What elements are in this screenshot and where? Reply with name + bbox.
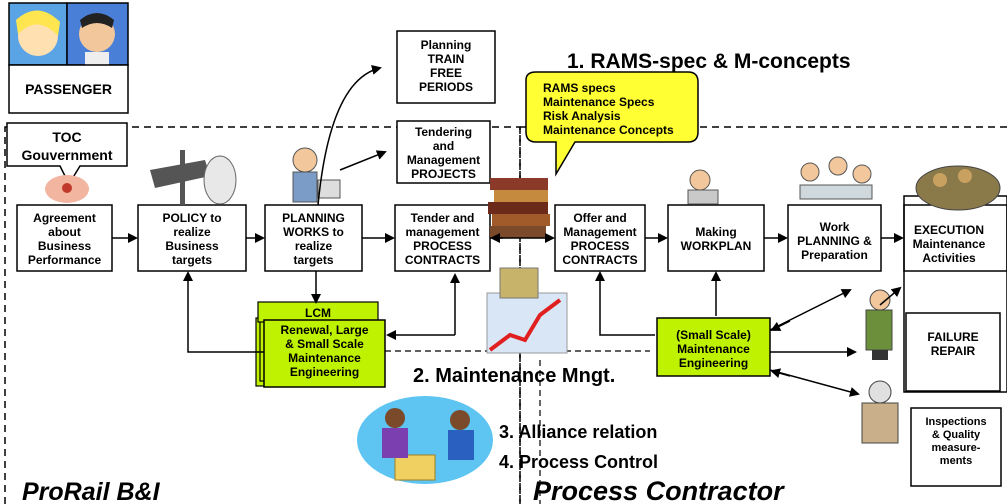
connectors — [112, 65, 904, 397]
workplan-box: Making WORKPLAN — [667, 204, 765, 272]
svg-text:and: and — [433, 139, 454, 153]
callout-line-1: RAMS specs — [543, 81, 616, 95]
svg-text:targets: targets — [293, 253, 333, 267]
region-contractor-label: Process Contractor — [533, 476, 785, 504]
svg-text:about: about — [48, 225, 81, 239]
inspections-box: Inspections & Quality measure- ments — [910, 407, 1002, 487]
offer-management-box: Offer and Management PROCESS CONTRACTS — [554, 204, 646, 272]
planning-team-icon — [799, 156, 873, 200]
svg-text:Engineering: Engineering — [290, 365, 359, 379]
svg-text:realize: realize — [173, 225, 211, 239]
svg-text:FAILURE: FAILURE — [927, 330, 978, 344]
policy-box: POLICY to realize Business targets — [137, 204, 247, 272]
svg-text:Tender and: Tender and — [411, 211, 475, 225]
svg-text:Management: Management — [407, 153, 480, 167]
planning-works-box: PLANNING WORKS to realize targets — [264, 204, 363, 272]
svg-text:WORKS to: WORKS to — [283, 225, 344, 239]
svg-text:TRAIN: TRAIN — [428, 52, 465, 66]
svg-text:PLANNING: PLANNING — [282, 211, 345, 225]
heading-rams: 1. RAMS-spec & M-concepts — [567, 50, 851, 73]
toc-line-1: TOC — [52, 129, 81, 145]
repair-worker-icon — [865, 289, 893, 360]
books-stack-icon — [488, 178, 550, 238]
svg-text:Preparation: Preparation — [801, 248, 868, 262]
passenger-comic-icon — [8, 2, 129, 66]
svg-text:realize: realize — [295, 239, 333, 253]
svg-text:Renewal, Large: Renewal, Large — [280, 323, 368, 337]
svg-text:Maintenance: Maintenance — [288, 351, 361, 365]
svg-text:CONTRACTS: CONTRACTS — [562, 253, 637, 267]
toc-callout: TOC Gouvernment — [6, 122, 128, 186]
svg-text:Business: Business — [38, 239, 92, 253]
handshake-figures-icon — [357, 396, 493, 484]
callout-line-2: Maintenance Specs — [543, 95, 655, 109]
svg-text:Work: Work — [820, 220, 850, 234]
svg-text:REPAIR: REPAIR — [931, 344, 976, 358]
tender-management-box: Tender and management PROCESS CONTRACTS — [394, 204, 491, 272]
tendering-box: Tendering and Management PROJECTS — [396, 120, 491, 184]
svg-text:POLICY to: POLICY to — [162, 211, 221, 225]
svg-text:Planning: Planning — [421, 38, 472, 52]
rams-callout: RAMS specs Maintenance Specs Risk Analys… — [525, 71, 699, 177]
heading-process-control: 4. Process Control — [499, 452, 658, 472]
toc-figure-icon — [45, 175, 89, 203]
svg-text:Maintenance: Maintenance — [913, 237, 986, 251]
meeting-figures-icon — [687, 169, 719, 205]
svg-text:Management: Management — [563, 225, 636, 239]
svg-text:Making: Making — [695, 225, 736, 239]
svg-text:Business: Business — [165, 239, 219, 253]
growth-chart-collage-icon — [486, 267, 568, 354]
svg-text:ments: ments — [940, 455, 972, 467]
svg-text:& Quality: & Quality — [932, 429, 981, 441]
lcm-label: LCM — [305, 306, 331, 320]
passenger-label-box: PASSENGER — [8, 64, 129, 114]
svg-text:CONTRACTS: CONTRACTS — [405, 253, 480, 267]
svg-text:PROJECTS: PROJECTS — [411, 167, 476, 181]
svg-text:management: management — [405, 225, 479, 239]
region-prorail-label: ProRail B&I — [22, 478, 161, 504]
svg-text:(Small Scale): (Small Scale) — [676, 328, 751, 342]
svg-text:Maintenance: Maintenance — [677, 342, 750, 356]
execution-workers-icon — [915, 165, 1001, 211]
execution-box: EXECUTION Maintenance Activities — [903, 204, 1007, 272]
lcm-stack: LCM Renewal, Large & Small Scale Mainten… — [255, 301, 386, 388]
small-scale-engineering-box: (Small Scale) Maintenance Engineering — [656, 317, 771, 377]
svg-text:PROCESS: PROCESS — [571, 239, 630, 253]
svg-text:Inspections: Inspections — [925, 416, 986, 428]
planning-train-box: Planning TRAIN FREE PERIODS — [396, 30, 496, 104]
svg-text:Agreement: Agreement — [33, 211, 96, 225]
callout-line-4: Maintenance Concepts — [543, 123, 674, 137]
svg-text:Engineering: Engineering — [679, 356, 748, 370]
svg-text:PROCESS: PROCESS — [413, 239, 472, 253]
callout-line-3: Risk Analysis — [543, 109, 621, 123]
svg-text:Activities: Activities — [922, 251, 976, 265]
svg-text:PERIODS: PERIODS — [419, 80, 473, 94]
svg-text:PLANNING &: PLANNING & — [797, 234, 872, 248]
failure-repair-box: FAILURE REPAIR — [905, 312, 1001, 392]
heading-maintenance-mngt: 2. Maintenance Mngt. — [413, 365, 615, 387]
signpost-figures-icon — [150, 150, 237, 205]
toc-line-2: Gouvernment — [21, 147, 112, 163]
svg-text:Offer and: Offer and — [573, 211, 626, 225]
work-planning-box: Work PLANNING & Preparation — [787, 204, 882, 272]
planner-figure-icon — [292, 147, 341, 203]
svg-text:EXECUTION: EXECUTION — [914, 223, 984, 237]
svg-text:targets: targets — [172, 253, 212, 267]
svg-text:Tendering: Tendering — [415, 125, 472, 139]
svg-text:& Small Scale: & Small Scale — [285, 337, 364, 351]
svg-text:WORKPLAN: WORKPLAN — [681, 239, 752, 253]
svg-text:FREE: FREE — [430, 66, 462, 80]
svg-text:measure-: measure- — [932, 442, 981, 454]
agreement-box: Agreement about Business Performance — [16, 204, 113, 272]
passenger-label: PASSENGER — [25, 81, 112, 97]
svg-text:Performance: Performance — [28, 253, 102, 267]
heading-alliance: 3. Alliance relation — [499, 422, 657, 442]
inspector-figure-icon — [861, 380, 899, 444]
